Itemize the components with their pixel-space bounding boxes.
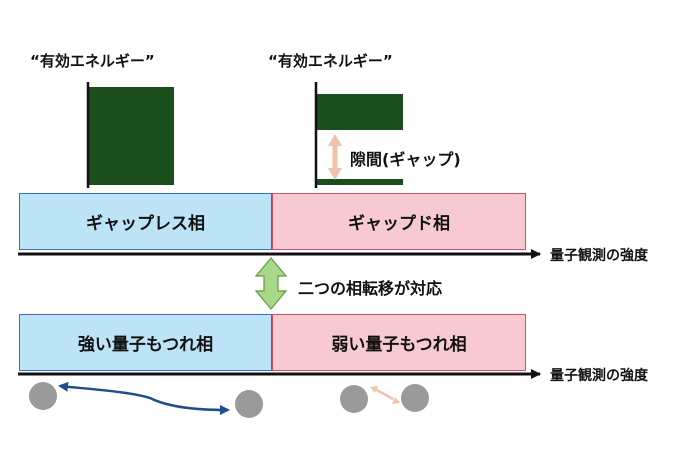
weak-entanglement-label: 弱い量子もつれ相 — [331, 335, 467, 355]
particle-left-far — [29, 382, 57, 410]
bottom-axis-label: 量子観測の強度 — [550, 368, 648, 384]
gap-double-arrow — [328, 134, 342, 180]
transition-correspondence-arrow — [254, 257, 288, 310]
gapped-upper-energy-block — [316, 94, 403, 130]
left-energy-title: “有効エネルギー” — [30, 52, 155, 70]
gapped-phase-box: ギャップド相 — [272, 193, 526, 250]
gapless-energy-block — [88, 87, 174, 185]
gapped-lower-energy-strip — [316, 179, 403, 185]
strong-entanglement-phase-box: 強い量子もつれ相 — [19, 314, 272, 371]
gapped-phase-label: ギャップド相 — [348, 214, 450, 234]
short-range-entanglement-arrow — [370, 386, 400, 404]
particle-right-far — [235, 390, 263, 418]
gapless-phase-label: ギャップレス相 — [86, 214, 205, 234]
particle-right-near — [401, 384, 429, 412]
top-axis-label: 量子観測の強度 — [550, 248, 648, 264]
right-energy-title: “有効エネルギー” — [268, 52, 393, 70]
particle-left-near — [340, 385, 368, 413]
weak-entanglement-phase-box: 弱い量子もつれ相 — [272, 314, 526, 371]
gap-label: 隙間(ギャップ) — [350, 150, 461, 169]
transition-label: 二つの相転移が対応 — [298, 279, 443, 298]
strong-entanglement-label: 強い量子もつれ相 — [77, 335, 214, 355]
long-range-entanglement-arrow — [58, 381, 230, 415]
gapless-phase-box: ギャップレス相 — [19, 193, 272, 250]
